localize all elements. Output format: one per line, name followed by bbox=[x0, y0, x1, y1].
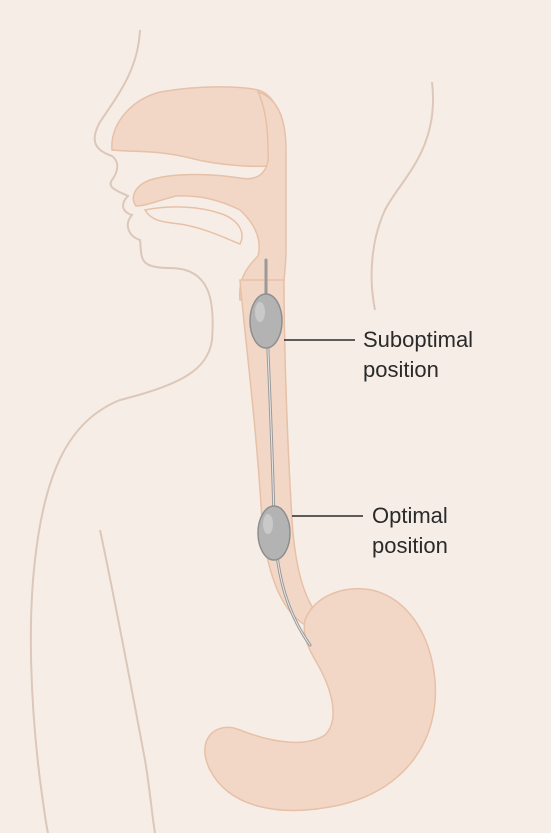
head-back-outline bbox=[370, 81, 435, 311]
tongue bbox=[143, 206, 243, 245]
label-optimal-line1: Optimal bbox=[372, 503, 448, 528]
arm-outline bbox=[99, 529, 156, 833]
balloon-optimal bbox=[257, 505, 291, 561]
balloon-optimal-highlight bbox=[263, 514, 273, 534]
balloon-suboptimal bbox=[249, 293, 283, 349]
stomach bbox=[204, 588, 437, 812]
label-suboptimal-line1: Suboptimal bbox=[363, 327, 473, 352]
balloon-suboptimal-highlight bbox=[255, 302, 265, 322]
label-optimal-line2: position bbox=[372, 533, 448, 558]
label-suboptimal-line2: position bbox=[363, 357, 439, 382]
body-outline bbox=[29, 29, 214, 833]
